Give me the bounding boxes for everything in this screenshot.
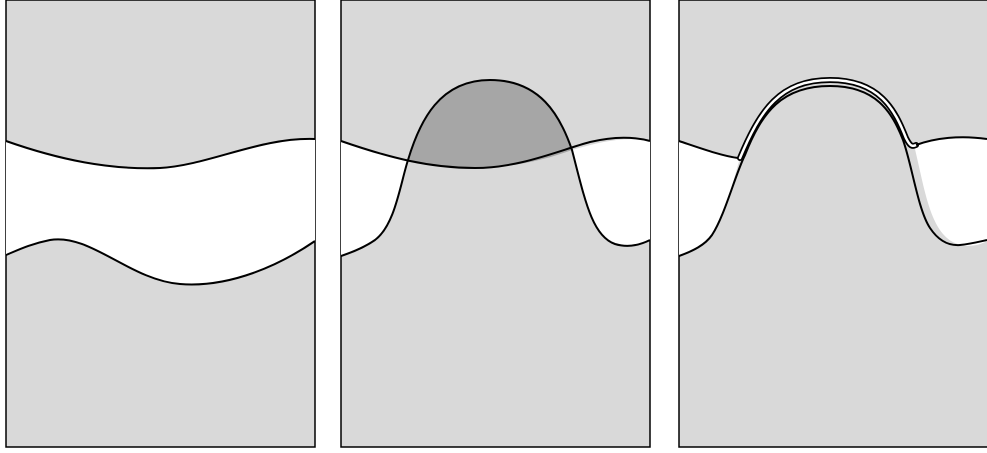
panel-2: [341, 0, 650, 447]
panel-1: [6, 0, 315, 447]
panel-3: [679, 0, 987, 447]
